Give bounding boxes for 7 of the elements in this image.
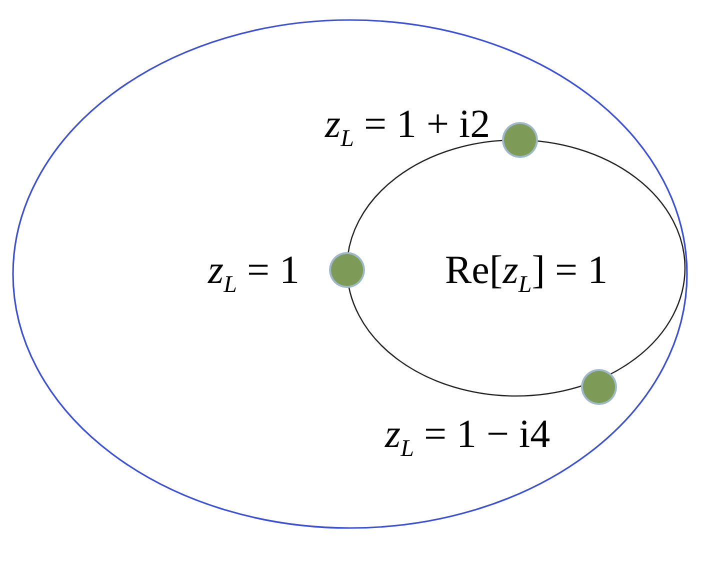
point-label: z$_{L}$ = 1 + i2 bbox=[325, 100, 490, 154]
point-marker bbox=[331, 254, 363, 286]
point-marker bbox=[504, 124, 536, 156]
point-label: z$_{L}$ = 1 bbox=[208, 246, 300, 300]
point-marker bbox=[583, 371, 615, 403]
circle-label: Re[z$_{L}$] = 1 bbox=[445, 246, 608, 300]
point-label: z$_{L}$ = 1 − i4 bbox=[385, 410, 550, 464]
